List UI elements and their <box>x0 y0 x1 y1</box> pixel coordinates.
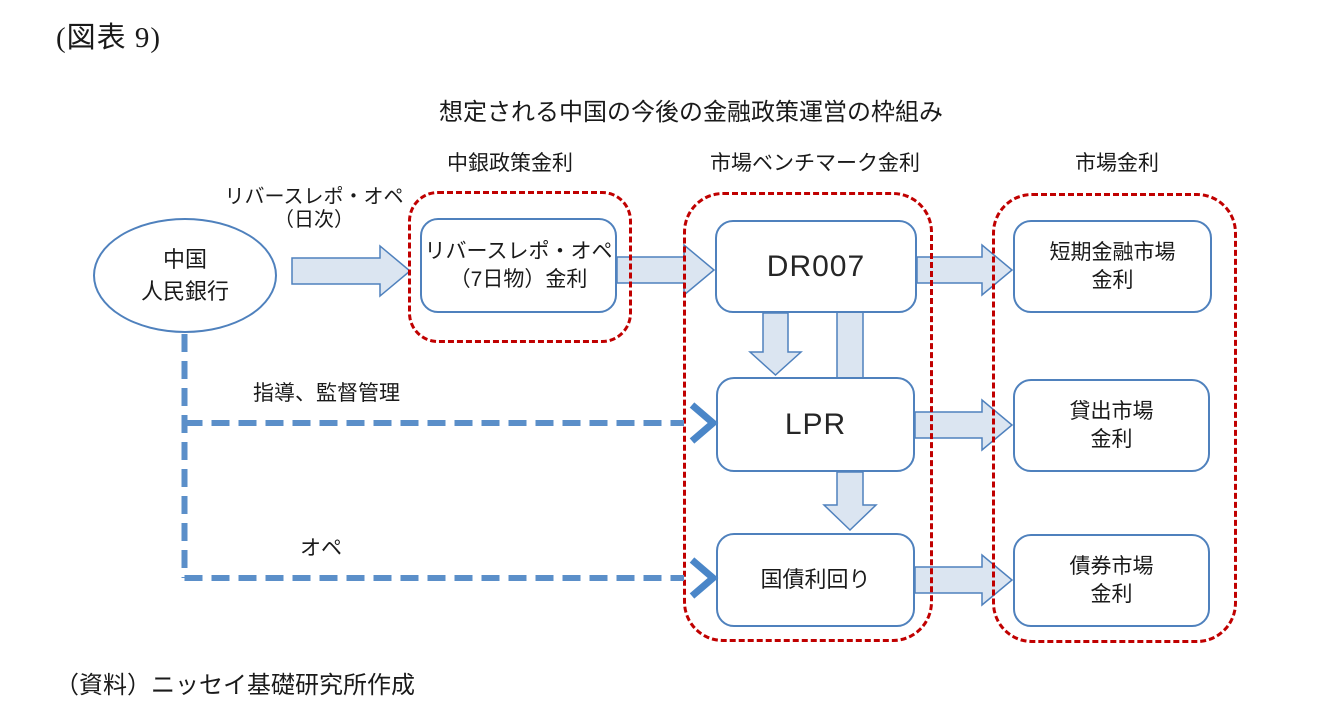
group-benchmark-rates-frame <box>683 192 933 642</box>
node-lending-market: 貸出市場 金利 <box>1013 379 1210 472</box>
node-short-term-market: 短期金融市場 金利 <box>1013 220 1212 313</box>
node-lpr: LPR <box>716 377 915 472</box>
figure-title: 想定される中国の今後の金融政策運営の枠組み <box>439 99 943 126</box>
node-central-bank: 中国 人民銀行 <box>93 218 277 333</box>
source-note: （資料）ニッセイ基礎研究所作成 <box>55 672 415 699</box>
node-dr007: DR007 <box>715 220 917 313</box>
edge-label-reverse-repo: リバースレポ・オペ （日次） <box>224 186 404 231</box>
edge-label-ope: オペ <box>300 537 342 560</box>
node-govt-bond-yield: 国債利回り <box>716 533 915 627</box>
column-header-benchmark-rates: 市場ベンチマーク金利 <box>710 152 920 175</box>
group-policy-rate-frame <box>408 191 632 343</box>
column-header-market-rates: 市場金利 <box>1075 152 1159 175</box>
node-policy-rate: リバースレポ・オペ （7日物）金利 <box>420 218 617 313</box>
node-bond-market: 債券市場 金利 <box>1013 534 1210 627</box>
group-market-rates-frame <box>992 193 1237 643</box>
edge-label-guidance: 指導、監督管理 <box>253 382 400 405</box>
arrow-pboc-to-policyrate <box>291 244 412 298</box>
figure-number-label: (図表 9) <box>56 22 162 54</box>
column-header-policy-rate: 中銀政策金利 <box>447 152 573 175</box>
